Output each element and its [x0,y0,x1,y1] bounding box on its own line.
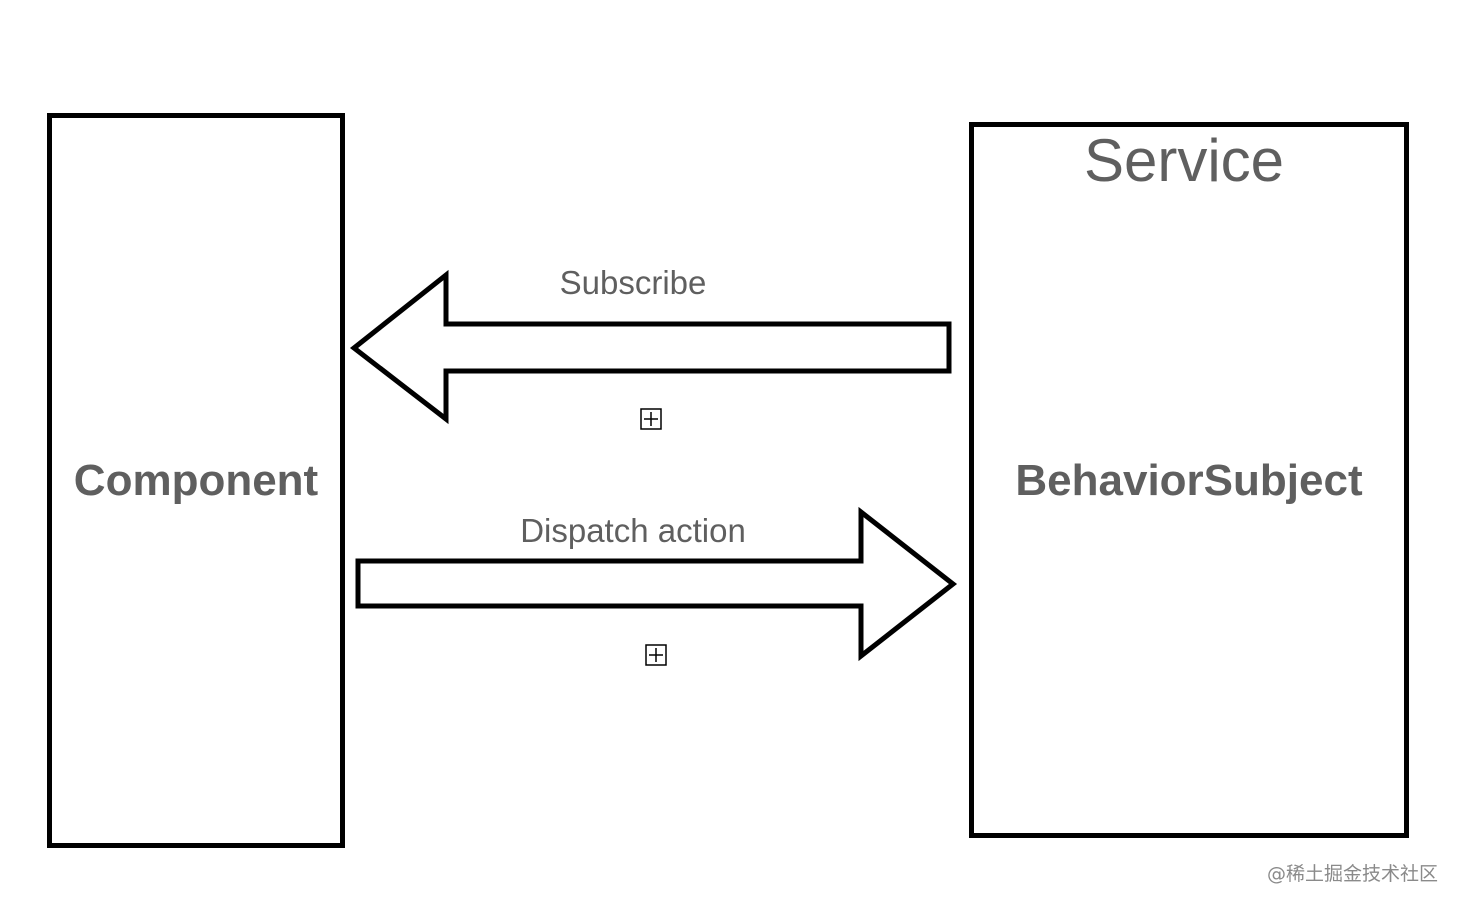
dispatch-arrow-label: Dispatch action [520,512,746,549]
expand-plus-icon[interactable] [640,408,662,430]
watermark: @稀土掘金技术社区 [1266,863,1438,885]
component-box[interactable] [47,113,345,848]
subscribe-arrow-label: Subscribe [559,264,707,301]
service-title: Service [1083,127,1285,194]
behavior-subject-label: BehaviorSubject [1015,456,1363,505]
service-box[interactable] [969,122,1409,838]
subscribe-arrow[interactable] [349,269,952,425]
expand-plus-icon[interactable] [645,644,667,666]
component-label: Component [73,456,319,505]
dispatch-arrow[interactable] [355,506,958,662]
